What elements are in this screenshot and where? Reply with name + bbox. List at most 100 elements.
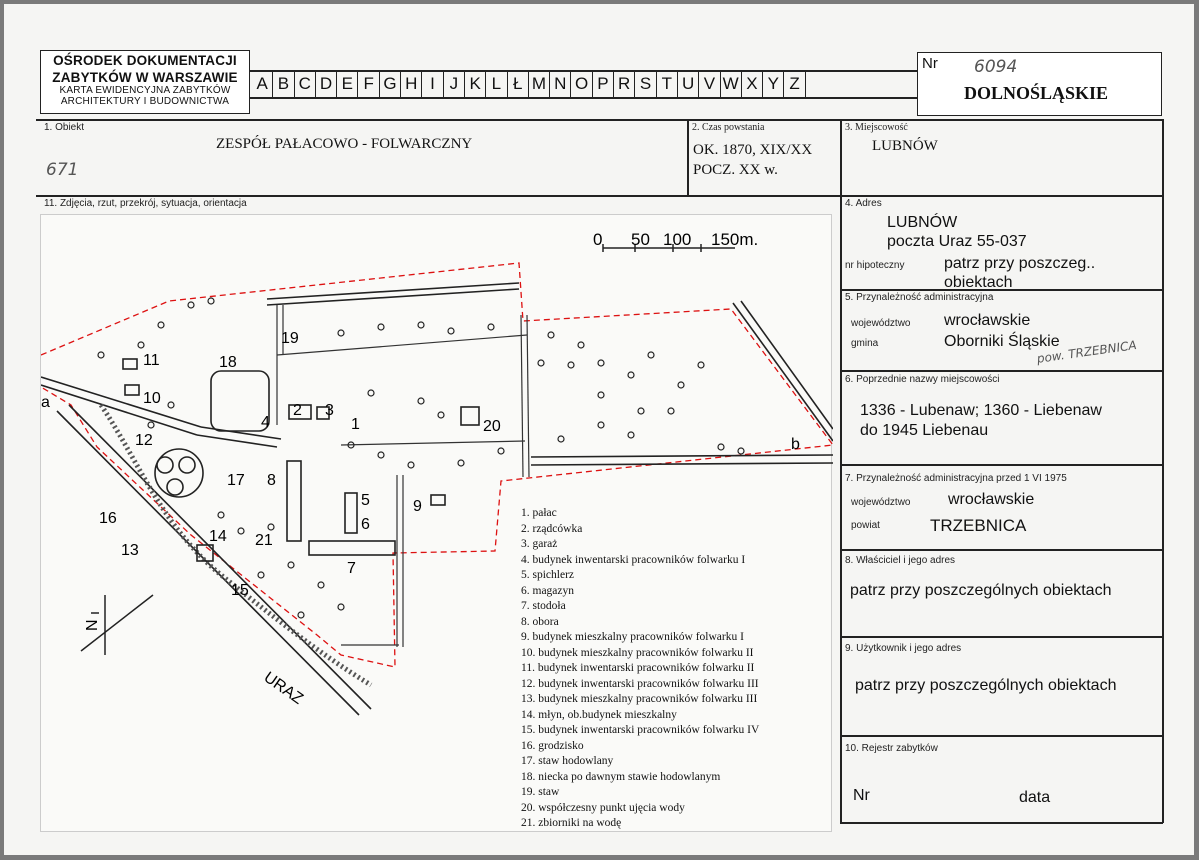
number-box: Nr 6094 DOLNOŚLĄSKIE — [917, 52, 1162, 116]
scale-50: 50 — [631, 230, 650, 249]
tree-mark — [437, 411, 445, 419]
institution-name-line2: ZABYTKÓW W WARSZAWIE — [52, 70, 238, 85]
index-letter: X — [742, 71, 764, 97]
poprzednie-line2: do 1945 Liebenau — [860, 422, 989, 439]
roads — [41, 282, 833, 716]
tree-mark — [157, 321, 165, 329]
scale-0: 0 — [593, 230, 602, 249]
obiekt-handwritten-number: 671 — [46, 160, 79, 180]
tree-mark — [667, 407, 675, 415]
index-letter: Z — [784, 71, 806, 97]
tree-mark — [97, 351, 105, 359]
index-letter: J — [444, 71, 465, 97]
legend-item: 1. pałac — [521, 507, 557, 519]
powiat-label: powiat — [851, 520, 880, 531]
tree-mark — [547, 331, 555, 339]
north-label: N — [84, 619, 101, 631]
hipoteczny-label: nr hipoteczny — [845, 260, 905, 271]
tree-mark — [287, 561, 295, 569]
road-label-uraz: URAZ — [261, 669, 307, 708]
map-number: 5 — [361, 492, 370, 509]
index-letter: W — [721, 71, 742, 97]
tree-mark — [647, 351, 655, 359]
legend-item: 10. budynek mieszkalny pracowników folwa… — [521, 646, 754, 659]
hipoteczny-value-line2: obiektach — [944, 274, 1013, 291]
scale-100: 100 — [663, 230, 691, 249]
powiat-value: TRZEBNICA — [930, 516, 1027, 535]
legend-item: 17. staw hodowlany — [521, 755, 614, 767]
card-type-line2: ARCHITEKTURY I BUDOWNICTWA — [60, 96, 230, 107]
buildings — [122, 358, 480, 562]
index-letter: B — [273, 71, 295, 97]
map-number: 7 — [347, 560, 356, 577]
index-letter: U — [678, 71, 700, 97]
protection-boundary — [41, 262, 833, 668]
rule-8 — [840, 636, 1162, 638]
rule-7 — [840, 549, 1162, 551]
legend-item: 19. staw — [521, 786, 560, 798]
poprzednie-line1: 1336 - Lubenaw; 1360 - Liebenaw — [860, 402, 1102, 419]
tree-mark — [597, 421, 605, 429]
index-letter: V — [699, 71, 721, 97]
point-a: a — [41, 394, 50, 411]
letters-top-rule — [250, 70, 917, 72]
tree-mark — [537, 359, 545, 367]
map-number: 16 — [99, 510, 117, 527]
wojewodztwo-label: województwo — [851, 318, 911, 329]
tree-mark — [237, 527, 245, 535]
tree-mark — [497, 447, 505, 455]
tree-mark — [407, 461, 415, 469]
letters-bottom-rule — [250, 97, 917, 99]
fences — [276, 305, 530, 647]
legend-item: 8. obora — [521, 615, 559, 628]
tree-mark — [367, 389, 375, 397]
map-number: 17 — [227, 472, 245, 489]
row-rule-1 — [36, 119, 1163, 121]
miejscowosc-label: 3. Miejscowość — [845, 122, 908, 133]
tree-mark — [147, 421, 155, 429]
nr-handwritten-value: 6094 — [974, 57, 1018, 77]
tree-mark — [257, 571, 265, 579]
legend-item: 12. budynek inwentarski pracowników folw… — [521, 677, 759, 690]
index-letter: G — [380, 71, 402, 97]
index-letter: L — [486, 71, 508, 97]
map-number: 1 — [351, 416, 360, 433]
przynaleznosc-label: 5. Przynależność administracyjna — [845, 292, 994, 303]
tree-mark — [627, 371, 635, 379]
tree-mark — [337, 329, 345, 337]
obiekt-value: ZESPÓŁ PAŁACOWO - FOLWARCZNY — [216, 136, 473, 152]
row-rule-2 — [36, 195, 1163, 197]
institution-box: OŚRODEK DOKUMENTACJI ZABYTKÓW W WARSZAWI… — [40, 50, 250, 114]
tree-mark — [677, 381, 685, 389]
wlasciciel-value: patrz przy poszczególnych obiektach — [850, 582, 1112, 599]
przynaleznosc1975-label: 7. Przynależność administracyjna przed 1… — [845, 473, 1067, 484]
index-letter: P — [593, 71, 615, 97]
wlasciciel-label: 8. Właściciel i jego adres — [845, 555, 956, 566]
map-number: 20 — [483, 418, 501, 435]
zdjecia-label: 11. Zdjęcia, rzut, przekrój, sytuacja, o… — [44, 198, 247, 209]
index-letter: T — [657, 71, 678, 97]
tree-mark — [597, 391, 605, 399]
index-letter: Y — [763, 71, 785, 97]
tree-mark — [487, 323, 495, 331]
map-number: 4 — [261, 414, 270, 431]
legend-item: 6. magazyn — [521, 584, 575, 597]
scale-150m: 150m. — [711, 230, 758, 249]
index-letter: I — [422, 71, 444, 97]
poprzednie-label: 6. Poprzednie nazwy miejscowości — [845, 374, 1000, 385]
map-number: 6 — [361, 516, 370, 533]
map-number: 2 — [293, 402, 302, 419]
wojewodztwo1975-value: wrocławskie — [948, 491, 1035, 508]
tree-mark — [217, 511, 225, 519]
index-letter: R — [614, 71, 636, 97]
tree-mark — [377, 323, 385, 331]
czas-line1: OK. 1870, XIX/XX — [693, 142, 813, 158]
legend-item: 15. budynek inwentarski pracowników folw… — [521, 724, 760, 736]
rejestr-data-label: data — [1019, 789, 1051, 806]
map-number: 11 — [143, 352, 160, 369]
index-letter: N — [550, 71, 572, 97]
legend-item: 7. stodoła — [521, 600, 566, 612]
legend-item: 2. rządcówka — [521, 522, 583, 535]
nr-label: Nr — [922, 55, 938, 72]
